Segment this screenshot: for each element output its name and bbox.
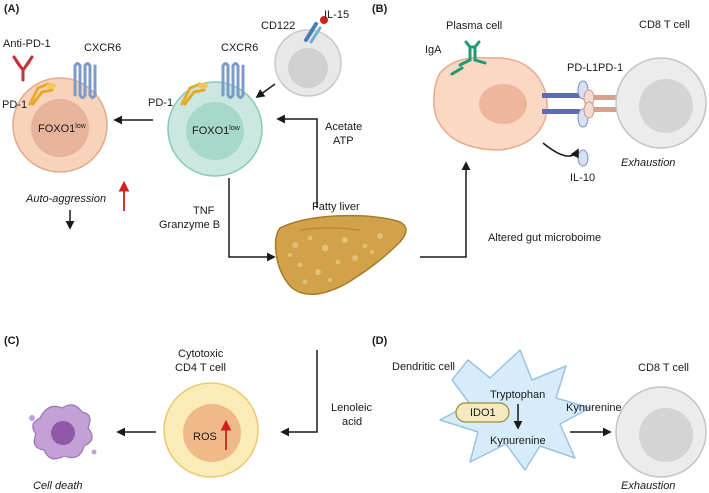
iga-label: IgA: [425, 44, 442, 56]
foxo1-low-t-cell-middle: [167, 81, 263, 177]
dendritic-cell: [439, 349, 591, 471]
il10-molecule-icon: [577, 149, 589, 167]
cd8-t-cell-label-b: CD8 T cell: [639, 19, 690, 31]
arrow-liver-to-cd4-cell: [280, 350, 318, 437]
kynurenine-inner-label: Kynurenine: [490, 435, 546, 447]
anti-pd1-label: Anti-PD-1: [3, 38, 51, 50]
panel-label-b: (B): [372, 3, 388, 15]
arrow-liver-to-plasma-cell: [420, 161, 471, 258]
fatty-liver-icon: [274, 214, 407, 296]
foxo1-label-left: FOXO1low: [38, 123, 87, 135]
ido1-label: IDO1: [470, 407, 496, 419]
panel-label-c: (C): [4, 335, 20, 347]
altered-gut-microbiome-label: Altered gut microboime: [488, 232, 601, 244]
il10-arrow: [542, 142, 579, 159]
pd1-label-b: PD-1: [598, 62, 623, 74]
acid-label: acid: [342, 416, 362, 428]
arrow-il15-to-tcell: [255, 83, 276, 99]
pd1-label-middle: PD-1: [148, 97, 173, 109]
dying-cell-icon: [29, 404, 97, 460]
il15-presenting-cell: [274, 29, 342, 97]
pdl1-label: PD-L1: [567, 62, 598, 74]
cxcr6-receptor-icon: [221, 62, 245, 99]
pd1-receptor-icon: [28, 82, 56, 106]
cd122-il15-receptor-icon: [304, 16, 328, 44]
panel-label-d: (D): [372, 335, 388, 347]
cxcr6-label-left: CXCR6: [84, 42, 121, 54]
cxcr6-receptor-icon: [73, 62, 97, 99]
pd1-receptor-icon: [180, 82, 208, 106]
exhaustion-label-d: Exhaustion: [621, 480, 675, 492]
lenoleic-label: Lenoleic: [331, 402, 372, 414]
iga-antibody-icon: [450, 40, 487, 76]
pdl1-receptor-icon: [542, 80, 589, 128]
pd1-receptor-b-icon: [583, 89, 629, 119]
il15-label: IL-15: [324, 9, 349, 21]
panel-label-a: (A): [4, 3, 20, 15]
ido1-enzyme-icon: [455, 402, 510, 423]
pd1-label-left: PD-1: [2, 99, 27, 111]
atp-label: ATP: [333, 135, 354, 147]
cd8-t-cell-label-d: CD8 T cell: [638, 362, 689, 374]
auto-aggression-label: Auto-aggression: [25, 193, 106, 205]
cxcr6-label-middle: CXCR6: [221, 42, 258, 54]
arrow-tcell-to-liver: [228, 178, 276, 262]
cytotoxic-label: Cytotoxic: [178, 348, 224, 360]
cd4-t-cell-label: CD4 T cell: [175, 362, 226, 374]
cell-death-label: Cell death: [33, 480, 83, 492]
cd8-t-cell-exhausted-d: [615, 386, 707, 478]
fatty-liver-label: Fatty liver: [312, 201, 360, 213]
plasma-cell: [433, 56, 548, 151]
plasma-cell-label: Plasma cell: [446, 20, 502, 32]
tryptophan-label: Tryptophan: [490, 389, 545, 401]
kynurenine-arrow-label: Kynurenine: [566, 402, 622, 414]
exhaustion-label-b: Exhaustion: [621, 157, 675, 169]
cytotoxic-cd4-t-cell: [163, 382, 259, 478]
arrow-liver-to-tcell: [276, 114, 318, 208]
il10-label: IL-10: [570, 172, 595, 184]
granzyme-b-label: Granzyme B: [159, 219, 220, 231]
dendritic-cell-label: Dendritic cell: [392, 361, 455, 373]
acetate-label: Acetate: [325, 121, 362, 133]
cd8-t-cell-exhausted-b: [615, 57, 707, 149]
ros-label: ROS: [193, 431, 217, 443]
tnf-label: TNF: [193, 205, 215, 217]
foxo1-label-middle: FOXO1low: [192, 125, 241, 137]
cd122-label: CD122: [261, 20, 295, 32]
anti-pd1-antibody-icon: [12, 55, 34, 82]
